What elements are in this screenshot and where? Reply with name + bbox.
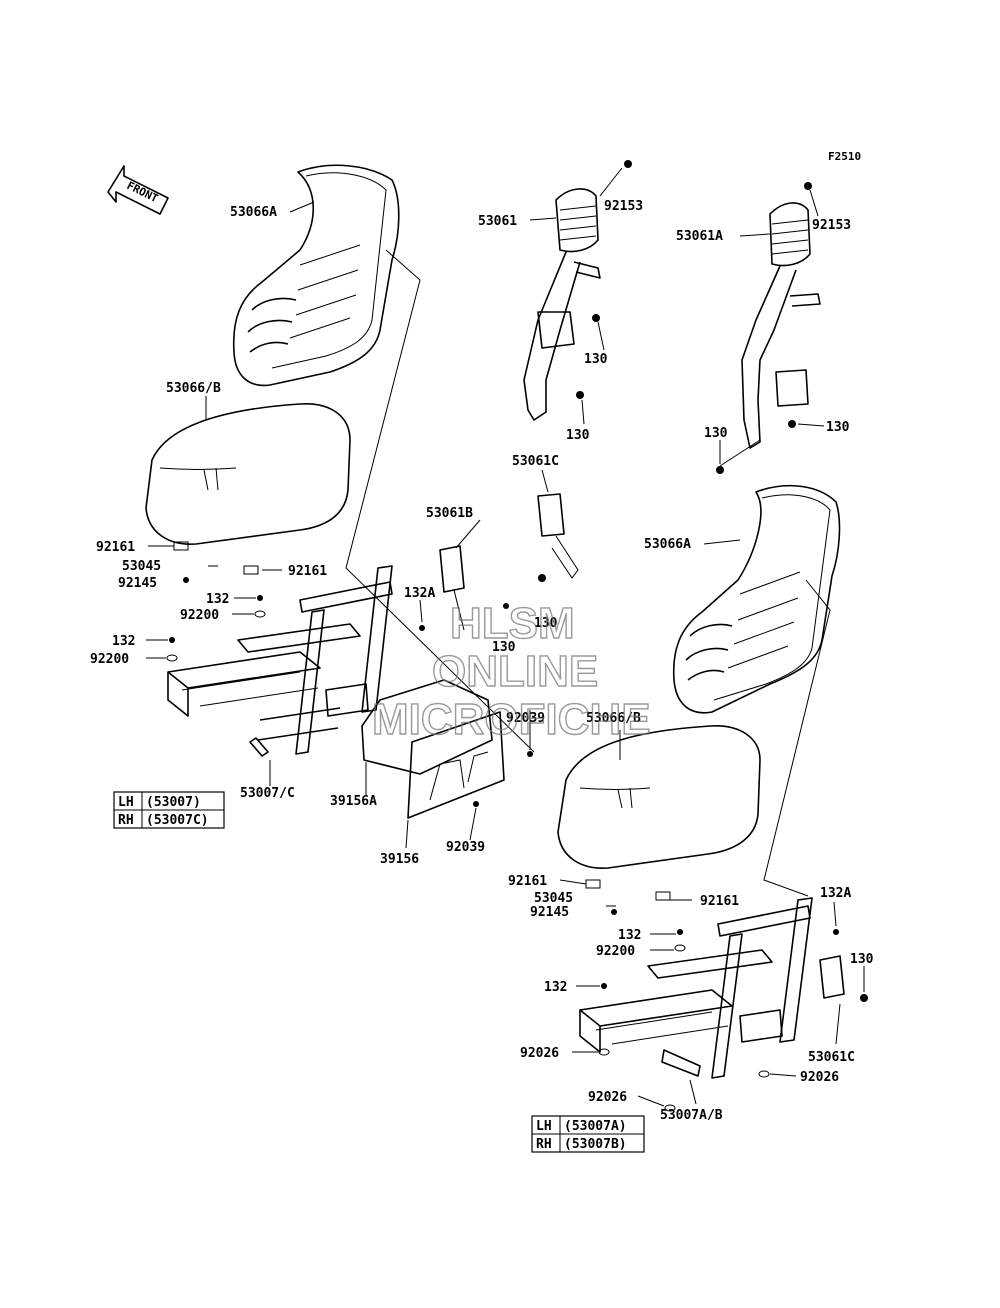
- seat-frame-left: [167, 565, 393, 757]
- table-left-part-1: (53007C): [146, 813, 209, 828]
- callout-92161-r2: 92161: [700, 894, 739, 909]
- callout-53045-r: 53045: [534, 891, 573, 906]
- hardware-bolts: [166, 160, 868, 1112]
- callout-92153-b: 92153: [812, 218, 851, 233]
- callout-39156A: 39156A: [330, 794, 377, 809]
- callout-132-l2: 132: [112, 634, 135, 649]
- leader-lines: [146, 167, 865, 1107]
- callout-53061A: 53061A: [676, 229, 723, 244]
- table-right: LH (53007A) RH (53007B): [531, 1115, 645, 1153]
- watermark: HLSM ONLINE MICROFICHE: [371, 598, 651, 744]
- callout-53007C: 53007/C: [240, 786, 295, 801]
- callout-132A-l: 132A: [404, 586, 435, 601]
- seat-belt-53061C: [537, 493, 579, 579]
- callout-53045-l: 53045: [122, 559, 161, 574]
- callout-92161-l1: 92161: [96, 540, 135, 555]
- table-right-side-1: RH: [536, 1137, 552, 1152]
- callout-132-r2: 132: [544, 980, 567, 995]
- front-arrow-icon: FRONT: [107, 165, 169, 215]
- skid-plate-39156: [407, 711, 505, 819]
- table-left-side-1: RH: [118, 813, 134, 828]
- watermark-line-2: ONLINE: [432, 647, 598, 696]
- callout-130-r: 130: [850, 952, 874, 967]
- callout-92026-c: 92026: [588, 1090, 627, 1105]
- figure-code: F2510: [828, 150, 861, 163]
- seat-belt-53061: [523, 188, 601, 421]
- seat-back-left: [232, 164, 400, 387]
- table-right-side-0: LH: [536, 1119, 552, 1134]
- callout-130-mid2: 130: [492, 640, 516, 655]
- watermark-line-1: HLSM: [450, 599, 575, 648]
- buckle-53061B: [439, 545, 465, 631]
- callout-92200-r: 92200: [596, 944, 635, 959]
- callout-130-b2: 130: [704, 426, 728, 441]
- callout-130-mid1: 130: [534, 616, 558, 631]
- callout-53066A-top: 53066A: [230, 205, 277, 220]
- seat-frame-right: [579, 897, 845, 1079]
- callout-92145-r: 92145: [530, 905, 569, 920]
- callout-53061C-top: 53061C: [512, 454, 559, 469]
- callout-130-a1: 130: [584, 352, 608, 367]
- callout-132A-r: 132A: [820, 886, 851, 901]
- callout-92039-a: 92039: [506, 711, 545, 726]
- callout-53061: 53061: [478, 214, 517, 229]
- table-right-part-0: (53007A): [564, 1119, 627, 1134]
- callout-92161-l2: 92161: [288, 564, 327, 579]
- callout-92039-b: 92039: [446, 840, 485, 855]
- skid-plate-39156A: [361, 679, 493, 775]
- seat-cushion-left: [145, 403, 351, 545]
- seat-belt-53061A: [719, 202, 821, 467]
- table-left-side-0: LH: [118, 795, 134, 810]
- seat-back-right: [672, 484, 841, 714]
- callout-53061B: 53061B: [426, 506, 473, 521]
- callout-92153-a: 92153: [604, 199, 643, 214]
- callout-130-b1: 130: [826, 420, 850, 435]
- front-label: FRONT: [125, 179, 161, 205]
- callout-53066B-left: 53066/B: [166, 381, 221, 396]
- callout-53061C-r: 53061C: [808, 1050, 855, 1065]
- callout-53066A-right: 53066A: [644, 537, 691, 552]
- callout-53066B-right: 53066/B: [586, 711, 641, 726]
- callout-92145-l: 92145: [118, 576, 157, 591]
- callout-92026-a: 92026: [520, 1046, 559, 1061]
- watermark-line-3: MICROFICHE: [372, 695, 651, 744]
- callout-132-r1: 132: [618, 928, 641, 943]
- callout-132-l1: 132: [206, 592, 229, 607]
- callout-92200-l1: 92200: [180, 608, 219, 623]
- table-left: LH (53007) RH (53007C): [113, 791, 225, 829]
- seat-cushion-right: [557, 725, 761, 869]
- callout-53007AB: 53007A/B: [660, 1108, 723, 1123]
- callout-130-a2: 130: [566, 428, 590, 443]
- table-right-part-1: (53007B): [564, 1137, 627, 1152]
- callout-39156: 39156: [380, 852, 419, 867]
- callout-92200-l2: 92200: [90, 652, 129, 667]
- callout-labels: 53066A 53066/B 92161 53045 92145 92161 1…: [90, 199, 874, 1123]
- table-left-part-0: (53007): [146, 795, 201, 810]
- callout-92026-b: 92026: [800, 1070, 839, 1085]
- callout-92161-r1: 92161: [508, 874, 547, 889]
